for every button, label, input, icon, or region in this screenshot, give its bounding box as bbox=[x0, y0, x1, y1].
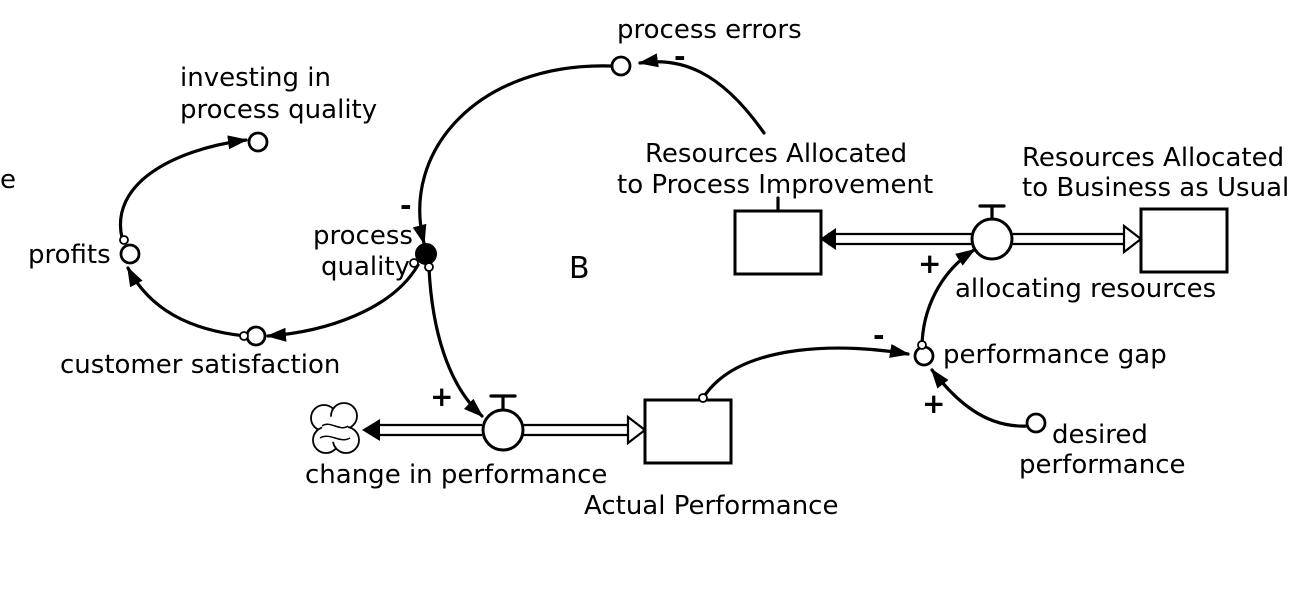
stock-rabu-box bbox=[1139, 207, 1229, 274]
link-rapi-to-process-errors bbox=[638, 53, 766, 135]
pipe-to-cloud-arrowhead bbox=[362, 419, 380, 441]
link-actual-to-gap bbox=[701, 344, 910, 400]
polarity-quality-in: - bbox=[400, 189, 412, 222]
valve-change bbox=[481, 394, 525, 452]
link-quality-to-change bbox=[427, 266, 484, 418]
label-rapi-1: Resources Allocated bbox=[645, 139, 907, 169]
node-profits bbox=[119, 243, 141, 265]
polarity-change-in: + bbox=[430, 380, 453, 413]
link-desired-to-gap bbox=[930, 368, 1029, 428]
node-gap-port bbox=[917, 340, 927, 350]
label-desired-performance-1: desired bbox=[1052, 420, 1148, 450]
node-process-errors bbox=[610, 55, 632, 77]
node-performance-gap bbox=[913, 345, 935, 367]
polarity-errors-in: - bbox=[674, 40, 686, 73]
polarity-allocating-in: + bbox=[918, 247, 941, 280]
node-profits-port bbox=[119, 235, 129, 245]
link-errors-to-quality bbox=[412, 64, 613, 245]
link-profits-to-investing bbox=[118, 135, 248, 240]
node-actual-port bbox=[698, 393, 708, 403]
node-process-quality bbox=[415, 243, 437, 265]
link-satisfaction-to-profits bbox=[126, 266, 247, 338]
edge-fragment-text: e bbox=[0, 165, 16, 195]
label-investing-2: process quality bbox=[180, 95, 377, 125]
label-rabu-2: to Business as Usual bbox=[1022, 173, 1289, 203]
label-process-errors: process errors bbox=[617, 15, 802, 45]
label-allocating-resources: allocating resources bbox=[955, 274, 1216, 304]
pipe-to-rabu-arrowhead bbox=[1122, 223, 1143, 255]
node-quality-port bbox=[409, 258, 419, 268]
label-change-in-performance: change in performance bbox=[305, 460, 607, 490]
link-quality-to-satisfaction bbox=[266, 263, 420, 342]
stock-rapi-box bbox=[733, 209, 823, 276]
pipe-to-actual-arrowhead bbox=[626, 414, 647, 446]
polarity-gap-from-actual: - bbox=[873, 319, 885, 352]
label-rapi-2: to Process Improvement bbox=[617, 170, 933, 200]
node-investing bbox=[247, 131, 269, 153]
polarity-gap-from-desired: + bbox=[922, 387, 945, 420]
node-satisfaction-port bbox=[239, 331, 249, 341]
label-desired-performance-2: performance bbox=[1019, 450, 1186, 480]
label-rabu-1: Resources Allocated bbox=[1022, 143, 1284, 173]
stock-actual-box bbox=[643, 398, 733, 465]
node-quality-port-2 bbox=[424, 262, 434, 272]
label-process-quality-1: process bbox=[313, 221, 413, 251]
node-desired-performance bbox=[1025, 412, 1047, 434]
loop-label: B bbox=[569, 251, 590, 286]
node-customer-satisfaction bbox=[245, 325, 267, 347]
link-gap-to-allocating bbox=[920, 248, 976, 350]
label-actual-performance: Actual Performance bbox=[584, 491, 838, 521]
valve-allocating bbox=[970, 204, 1014, 261]
cloud-icon bbox=[310, 402, 360, 454]
label-performance-gap: performance gap bbox=[943, 340, 1167, 370]
label-profits: profits bbox=[28, 240, 111, 270]
label-customer-satisfaction: customer satisfaction bbox=[60, 350, 340, 380]
label-process-quality-2: quality bbox=[321, 252, 410, 282]
label-investing-1: investing in bbox=[180, 63, 331, 93]
pipe-to-rapi-arrowhead bbox=[820, 228, 836, 250]
